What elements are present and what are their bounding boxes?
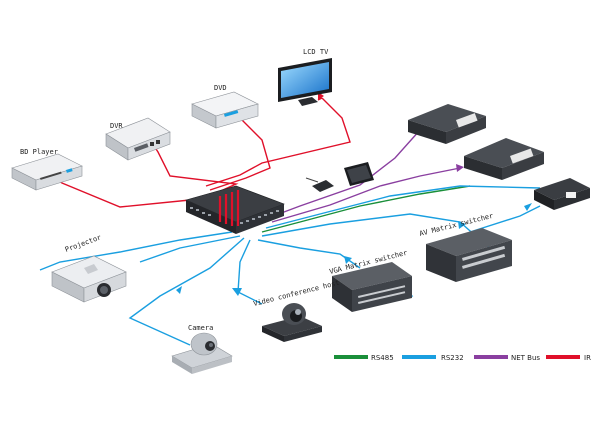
ir-arrow-lcd (317, 97, 323, 101)
net-device-2 (464, 138, 544, 180)
label-camera: Camera (188, 324, 213, 332)
net-device-1 (408, 104, 486, 144)
rs232-arrowhead-av (458, 221, 466, 229)
legend-item-netbus: NET Bus (474, 354, 540, 362)
netbus-line-2 (271, 167, 461, 223)
legend-swatch-netbus (474, 355, 508, 359)
bd-player (11, 153, 83, 191)
rs232-line-vchost (237, 239, 263, 305)
legend-label-rs485: RS485 (371, 354, 394, 362)
label-bd-player: BD Player (20, 148, 58, 156)
netbus-line-1 (267, 129, 421, 219)
legend-item-rs232: RS232 (402, 354, 464, 362)
dvr-device (105, 117, 171, 161)
av-matrix-switcher (426, 228, 512, 282)
rs232-arrowhead-vchost (232, 288, 242, 296)
rs232-arrowhead-right (524, 203, 532, 211)
rs232-arrowheads (176, 203, 532, 296)
legend-swatch-ir (546, 355, 580, 359)
rs232-line-camera (128, 237, 245, 346)
netbus-lines (267, 129, 461, 223)
central-controller (185, 185, 285, 234)
legend-label-rs232: RS232 (441, 354, 464, 362)
legend-swatch-rs232 (402, 355, 436, 359)
rs485-line (261, 185, 471, 233)
rs232-device-small (534, 178, 590, 210)
rs232-line-vga (257, 239, 361, 269)
label-dvd: DVD (214, 84, 227, 92)
rs232-line-a (265, 185, 541, 229)
ir-line-dvd (209, 117, 271, 191)
label-dvr: DVR (110, 122, 123, 130)
touch-panel-device (344, 162, 374, 186)
legend: RS485 RS232 NET Bus IR (334, 354, 591, 362)
ir-receiver-device (305, 177, 334, 192)
legend-swatch-rs485 (334, 355, 368, 359)
rs232-line-projector (139, 235, 241, 263)
legend-item-rs485: RS485 (334, 354, 394, 362)
netbus-arrowhead-2 (456, 164, 464, 172)
legend-label-netbus: NET Bus (511, 354, 540, 362)
lcd-tv (278, 58, 332, 106)
rs232-line-right (469, 205, 541, 233)
label-lcd-tv: LCD TV (303, 48, 329, 56)
video-conference-host (262, 303, 322, 342)
camera (171, 332, 233, 374)
legend-item-ir: IR (546, 354, 591, 362)
label-projector: Projector (64, 233, 102, 253)
ir-line-lcd-tv (205, 97, 351, 187)
ir-arrowheads (46, 92, 324, 180)
rs232-line-extra (39, 231, 233, 271)
vga-matrix-switcher (332, 262, 412, 312)
dvd-player (191, 91, 259, 129)
rs232-arrowhead-vga (344, 256, 352, 264)
rs232-arrowhead-projector (176, 286, 182, 294)
legend-label-ir: IR (584, 354, 591, 362)
projector (51, 255, 127, 303)
rs485-lines (261, 185, 471, 233)
